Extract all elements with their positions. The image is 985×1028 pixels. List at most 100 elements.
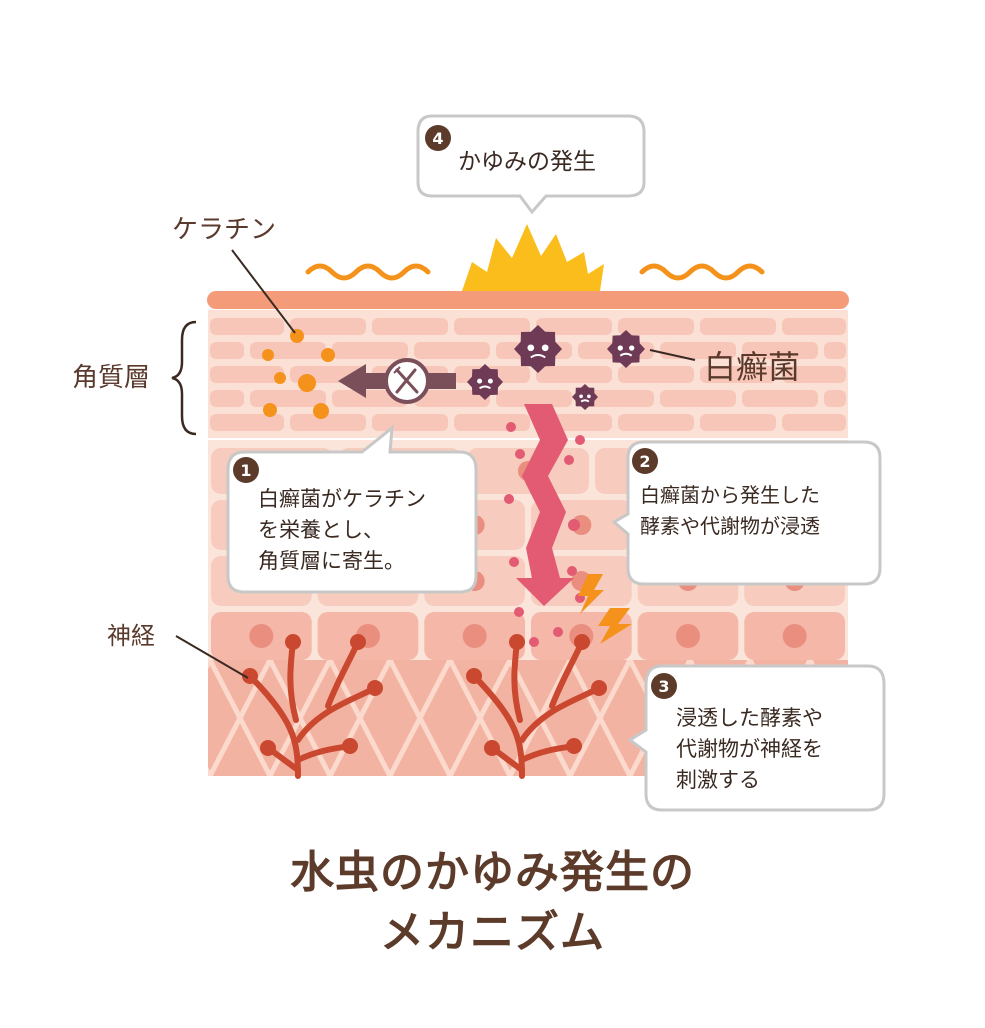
nerve-ending	[591, 680, 607, 696]
keratin-brick	[250, 390, 326, 407]
keratin-brick	[578, 390, 654, 407]
keratin-brick	[660, 342, 736, 359]
nerve-ending	[509, 634, 525, 650]
svg-text:4: 4	[432, 129, 443, 148]
nerve-branch	[471, 673, 525, 779]
step-bubble-3	[627, 664, 886, 812]
keratin-brick	[290, 318, 366, 335]
keratin-brick	[414, 390, 490, 407]
keratin-brick	[536, 318, 612, 335]
fungus-mouth	[479, 385, 491, 390]
lightning-icon	[578, 574, 632, 644]
penetration-arrow	[516, 404, 574, 606]
stratum-corneum-brace	[171, 320, 197, 436]
nerve-fibers	[242, 634, 607, 779]
keratin-brick	[700, 366, 776, 383]
fungus-mouth	[580, 399, 590, 403]
fungus-body	[607, 330, 645, 368]
fungus-eye	[587, 394, 591, 399]
fungus-germ	[607, 330, 645, 368]
step-badge-3: 3	[651, 673, 677, 699]
cell-nucleus	[782, 624, 807, 648]
fungus-eye	[477, 378, 483, 384]
dermis-fiber	[447, 660, 513, 776]
keratin-brick	[210, 414, 284, 431]
dermis-fiber	[208, 660, 273, 776]
keratin-brick	[782, 366, 846, 383]
fungus-germ	[467, 364, 503, 400]
keratin-brick	[290, 414, 366, 431]
nerve-ending	[367, 680, 383, 696]
nerve-ending	[285, 634, 301, 650]
dermis-fiber	[327, 660, 393, 776]
step-bubble-4	[416, 114, 646, 215]
nerve-leader-line	[175, 635, 249, 679]
step-bubble-2	[611, 440, 882, 586]
fungus-germ	[572, 384, 598, 410]
title-line-1: 水虫のかゆみ発生の	[290, 847, 695, 898]
keratin-brick	[454, 414, 530, 431]
keratin-brick	[700, 414, 776, 431]
fungus-eye	[579, 394, 583, 399]
nerve-tree	[242, 634, 383, 779]
keratin-brick	[454, 318, 530, 335]
step-badge-2: 2	[632, 448, 658, 474]
step-4-text: かゆみの発生	[458, 149, 596, 175]
keratin-brick	[618, 366, 694, 383]
itch-wave-left	[305, 263, 431, 281]
skin-surface	[207, 291, 849, 309]
keratin-brick	[700, 318, 776, 335]
fungus-eye	[541, 344, 549, 352]
keratin-brick	[742, 390, 818, 407]
itch-burst-icon	[462, 224, 604, 291]
cell-nucleus	[249, 624, 274, 648]
keratin-brick	[742, 342, 818, 359]
nerve-ending	[242, 668, 258, 684]
dermis-fiber	[387, 660, 453, 776]
keratin-label: ケラチン	[172, 215, 277, 245]
nerve-tree	[466, 634, 607, 779]
nerve-ending	[342, 738, 358, 754]
fungus-germ	[514, 325, 562, 373]
nerve-ending	[260, 740, 276, 756]
fungus-eye	[617, 345, 623, 351]
itch-wave-right	[639, 263, 765, 281]
keratin-brick	[414, 342, 490, 359]
fungus-mouth	[530, 354, 546, 359]
keratin-brick	[250, 342, 326, 359]
step-2-text: 白癬菌から発生した 酵素や代謝物が浸透	[640, 483, 820, 538]
fungus-germ-icon	[467, 325, 645, 410]
title-line-2: メカニズム	[380, 907, 605, 958]
keratin-brick	[372, 318, 448, 335]
keratin-brick	[782, 414, 846, 431]
keratin-brick	[210, 342, 244, 359]
fungus-body	[467, 364, 503, 400]
keratin-particles	[262, 329, 335, 419]
fungus-eye	[629, 345, 635, 351]
step-1-text: 白癬菌がケラチン を栄養とし、 角質層に寄生。	[258, 487, 426, 573]
keratin-brick	[210, 318, 284, 335]
keratin-brick	[210, 366, 284, 383]
cell-nucleus	[676, 624, 700, 648]
fungus-body	[514, 325, 562, 373]
keratin-brick	[332, 342, 408, 359]
cell-nucleus	[462, 624, 487, 648]
keratin-brick	[618, 318, 694, 335]
nerve-ending	[574, 634, 590, 650]
dermis-fiber	[208, 766, 213, 776]
nerve-branch	[247, 673, 301, 779]
keratin-brick	[824, 390, 846, 407]
stratum-corneum-label: 角質層	[72, 363, 151, 393]
svg-text:1: 1	[240, 461, 251, 480]
dermis-fiber	[208, 660, 213, 670]
fungus-eye	[527, 344, 535, 352]
keratin-brick	[496, 390, 572, 407]
step-badge-4: 4	[425, 125, 451, 151]
trichophyton-label: 白癬菌	[704, 348, 801, 386]
nerve-ending	[484, 740, 500, 756]
nerve-label: 神経	[107, 622, 155, 650]
keratin-brick	[536, 366, 612, 383]
fungus-mouth	[619, 352, 633, 357]
fork-knife-icon	[384, 358, 430, 404]
